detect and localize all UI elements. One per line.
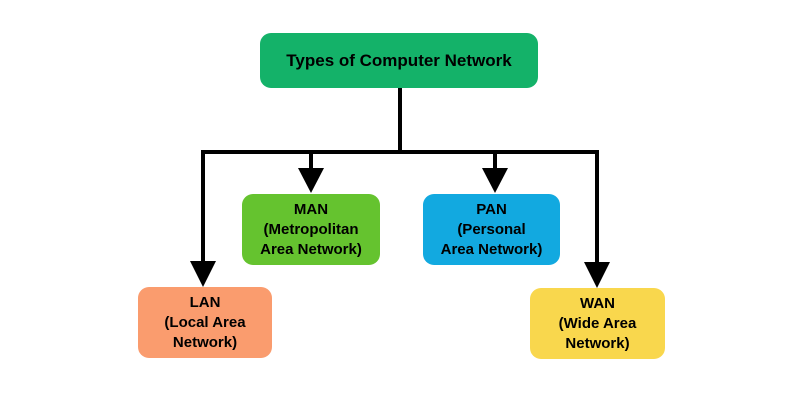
node-pan-subline-2: Area Network) (440, 240, 543, 258)
node-wan-subline-1: (Wide Area (558, 314, 637, 332)
node-man-subline-1: (Metropolitan (263, 220, 359, 238)
node-lan: LAN (Local Area Network) (138, 287, 272, 358)
node-wan: WAN (Wide Area Network) (530, 288, 665, 359)
arrowhead-wan (584, 262, 610, 288)
node-pan-subline-1: (Personal (457, 220, 526, 238)
node-wan-label: WAN (580, 294, 615, 312)
node-pan-label: PAN (476, 200, 507, 218)
node-wan-subline-2: Network) (565, 334, 630, 352)
node-types-of-computer-network: Types of Computer Network (260, 33, 538, 88)
node-man: MAN (Metropolitan Area Network) (242, 194, 380, 265)
node-lan-subline-1: (Local Area (164, 313, 246, 331)
node-pan: PAN (Personal Area Network) (423, 194, 560, 265)
arrowhead-lan (190, 261, 216, 287)
diagram-title: Types of Computer Network (286, 50, 512, 70)
node-man-label: MAN (293, 200, 329, 218)
node-lan-label: LAN (189, 293, 221, 311)
node-man-subline-2: Area Network) (260, 240, 362, 258)
arrowhead-pan (482, 168, 508, 193)
node-lan-subline-2: Network) (172, 333, 238, 351)
arrowhead-man (298, 168, 324, 193)
